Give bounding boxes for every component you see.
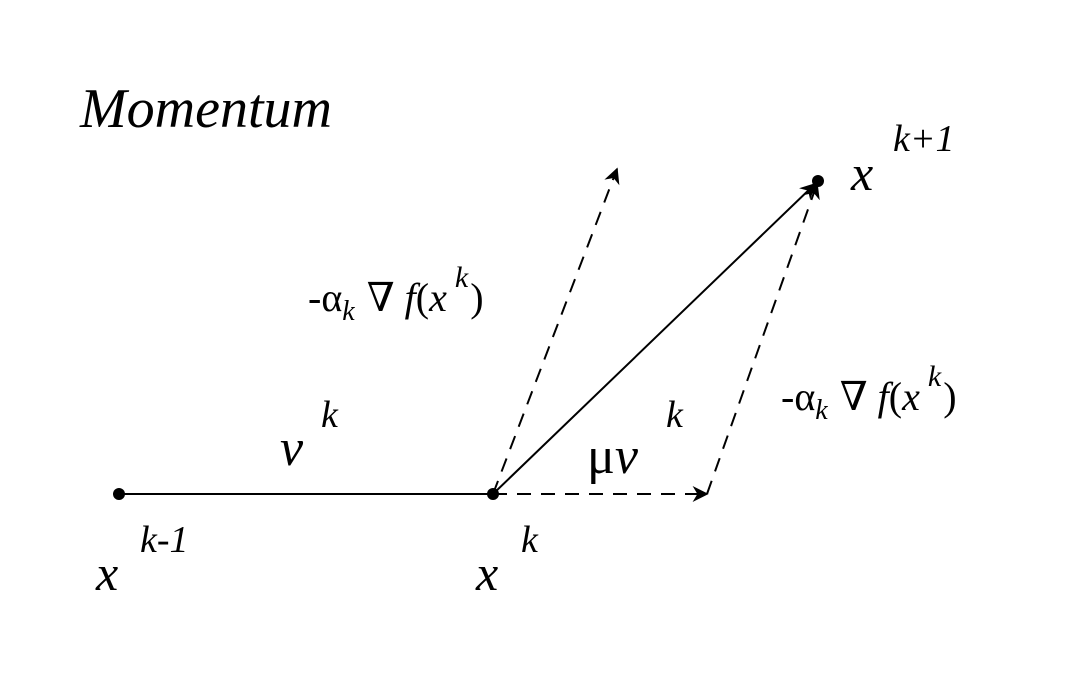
label-gradient-upper-nabla: ∇: [367, 275, 395, 320]
label-mu-v-k-superscript: k: [666, 394, 684, 436]
label-gradient-upper-sup-k: k: [455, 261, 469, 294]
label-mu-v-base: v: [615, 428, 639, 485]
label-x-k-base: x: [475, 545, 498, 601]
label-gradient-upper-close-paren: ): [470, 275, 483, 320]
label-gradient-lower-open-paren: (: [889, 374, 902, 419]
label-gradient-lower-nabla: ∇: [840, 374, 868, 419]
momentum-step-arrow: [492, 182, 817, 495]
label-x-k-plus-1-sup-text: k+1: [893, 118, 955, 160]
label-v-k: v: [280, 420, 304, 477]
label-gradient-lower-sub-k: k: [815, 395, 828, 426]
label-mu-v-k: μv: [587, 428, 639, 485]
label-gradient-upper-sub-k: k: [342, 296, 355, 327]
label-x-k-superscript: k: [521, 519, 539, 561]
point-x-k-plus-1: [812, 175, 824, 187]
label-x-k-minus-1: x: [95, 545, 118, 601]
label-v-k-sup-text: k: [321, 394, 339, 436]
label-x-k-minus-1-sup-text: k-1: [140, 519, 189, 561]
gradient-arrow-at-xk: [492, 167, 620, 495]
label-v-k-superscript: k: [321, 394, 339, 436]
label-v-k-base: v: [280, 420, 304, 477]
label-gradient-upper-open-paren: (: [416, 275, 429, 320]
label-x-k-plus-1-base: x: [850, 145, 873, 201]
gradient-arrow-shifted: [706, 182, 820, 495]
label-gradient-lower-minus: -: [781, 374, 794, 419]
label-x-k-sup-text: k: [521, 519, 539, 561]
label-x-k: x: [475, 545, 498, 601]
label-gradient-lower-alpha: α: [794, 374, 815, 419]
label-x-k-minus-1-superscript: k-1: [140, 519, 189, 561]
label-x-k-plus-1-superscript: k+1: [893, 118, 955, 160]
label-mu-v-k-sup-text: k: [666, 394, 684, 436]
label-gradient-upper-alpha: α: [321, 275, 342, 320]
label-gradient-upper-minus: -: [308, 275, 321, 320]
label-x-k-plus-1: x: [850, 145, 873, 201]
point-x-k-minus-1: [113, 488, 125, 500]
label-mu-symbol: μ: [587, 428, 615, 485]
label-x-k-minus-1-base: x: [95, 545, 118, 601]
label-gradient-lower-close-paren: ): [943, 374, 956, 419]
label-gradient-lower-sup-k: k: [928, 360, 942, 393]
label-gradient-upper-x: x: [428, 275, 447, 320]
diagram-title: Momentum: [79, 78, 332, 140]
point-x-k: [487, 488, 499, 500]
label-gradient-lower-x: x: [901, 374, 920, 419]
